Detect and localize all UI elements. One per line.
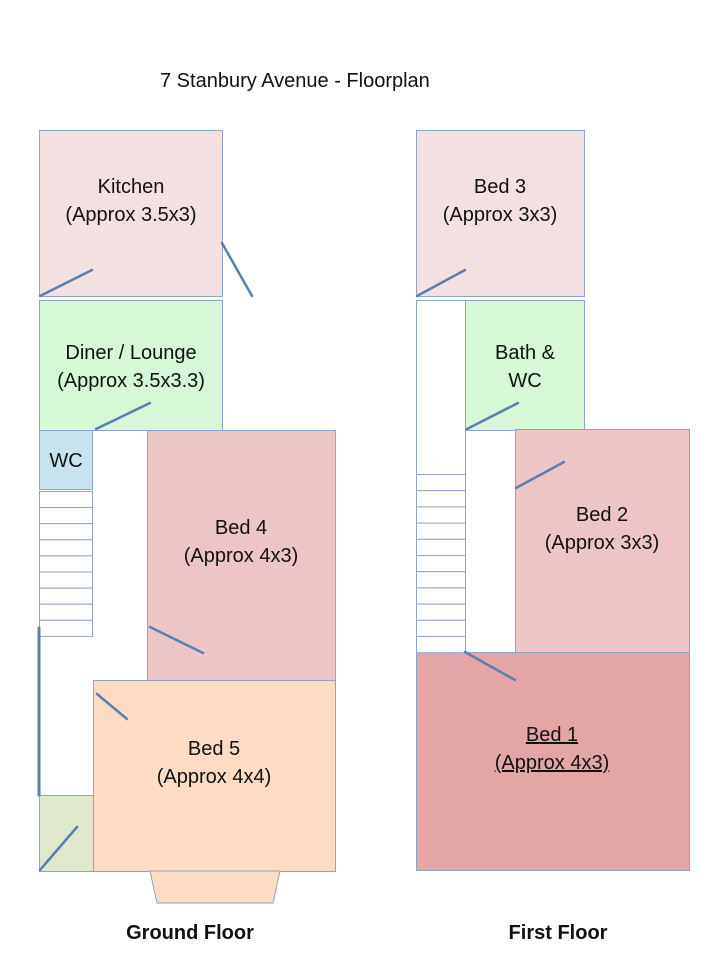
kitchen-size: (Approx 3.5x3) xyxy=(65,204,197,226)
ground-floor-plan xyxy=(37,130,336,904)
bed1-size: (Approx 4x3) xyxy=(494,752,610,774)
first-floor-label: First Floor xyxy=(508,922,608,944)
porch-door xyxy=(38,825,79,872)
bed1-room xyxy=(416,652,690,871)
page-title: 7 Stanbury Avenue - Floorplan xyxy=(160,70,430,92)
stair-step xyxy=(39,555,93,573)
bed2-label: Bed 2 (Approx 3x3) xyxy=(545,501,660,557)
bed1-name: Bed 1 xyxy=(525,724,579,746)
bed5-room xyxy=(93,680,336,872)
stair-step xyxy=(416,619,466,637)
wc-name: WC xyxy=(49,450,83,472)
kitchen-name: Kitchen xyxy=(97,176,165,198)
stair-step xyxy=(416,538,466,556)
bath-label: Bath & WC xyxy=(495,339,555,395)
bed4-room xyxy=(147,430,336,681)
stair-step xyxy=(39,571,93,589)
wc-room xyxy=(39,430,93,490)
stair-step xyxy=(416,506,466,524)
stair-step xyxy=(39,507,93,525)
bed2-size: (Approx 3x3) xyxy=(544,532,660,554)
bed3-room xyxy=(416,130,585,297)
bed5-door xyxy=(95,692,129,721)
diner-name: Diner / Lounge xyxy=(65,342,197,364)
bed4-door xyxy=(148,625,205,655)
kitchen-door xyxy=(38,268,94,298)
kitchen-room xyxy=(39,130,223,297)
ground-stairs xyxy=(39,491,93,637)
bed3-size: (Approx 3x3) xyxy=(442,204,558,226)
diner-size: (Approx 3.5x3.3) xyxy=(57,370,205,392)
bed4-label: Bed 4 (Approx 4x3) xyxy=(184,514,299,570)
bed2-door xyxy=(514,460,566,490)
hallway-area xyxy=(465,430,516,653)
kitchen-label: Kitchen (Approx 3.5x3) xyxy=(65,173,196,229)
bed1-label: Bed 1 (Approx 4x3) xyxy=(495,721,610,777)
bath-name: Bath & xyxy=(494,342,556,364)
stair-step xyxy=(416,555,466,573)
stair-step xyxy=(39,523,93,541)
bath-size: WC xyxy=(508,370,542,392)
stair-step xyxy=(39,619,93,637)
kitchen-back-door xyxy=(220,241,254,298)
diner-label: Diner / Lounge (Approx 3.5x3.3) xyxy=(57,339,205,395)
diner-door xyxy=(94,401,152,431)
stair-step xyxy=(416,636,466,654)
bath-wc-room xyxy=(465,300,585,431)
first-stairs xyxy=(416,474,466,654)
stair-step xyxy=(416,490,466,508)
stair-step xyxy=(416,603,466,621)
bed5-size: (Approx 4x4) xyxy=(156,766,272,788)
ground-floor-label: Ground Floor xyxy=(126,922,254,944)
bed4-name: Bed 4 xyxy=(214,517,268,539)
stair-step xyxy=(39,539,93,557)
bed3-label: Bed 3 (Approx 3x3) xyxy=(443,173,558,229)
bed5-name: Bed 5 xyxy=(187,738,241,760)
bed2-name: Bed 2 xyxy=(575,504,629,526)
bed2-room xyxy=(515,429,690,653)
first-floor-plan xyxy=(415,130,690,871)
stair-step xyxy=(39,587,93,605)
stair-step xyxy=(39,603,93,621)
bath-door xyxy=(465,401,520,431)
wc-label: WC xyxy=(49,447,82,475)
bay-window xyxy=(149,870,281,904)
diner-lounge-room xyxy=(39,300,223,431)
bed4-size: (Approx 4x3) xyxy=(183,545,299,567)
bed3-name: Bed 3 xyxy=(473,176,527,198)
stair-step xyxy=(416,474,466,492)
stair-step xyxy=(416,571,466,589)
bed1-door xyxy=(463,650,517,682)
stair-step xyxy=(416,587,466,605)
bed3-door xyxy=(415,268,467,298)
stair-step xyxy=(416,522,466,540)
stair-step xyxy=(39,491,93,509)
bed5-label: Bed 5 (Approx 4x4) xyxy=(157,735,272,791)
